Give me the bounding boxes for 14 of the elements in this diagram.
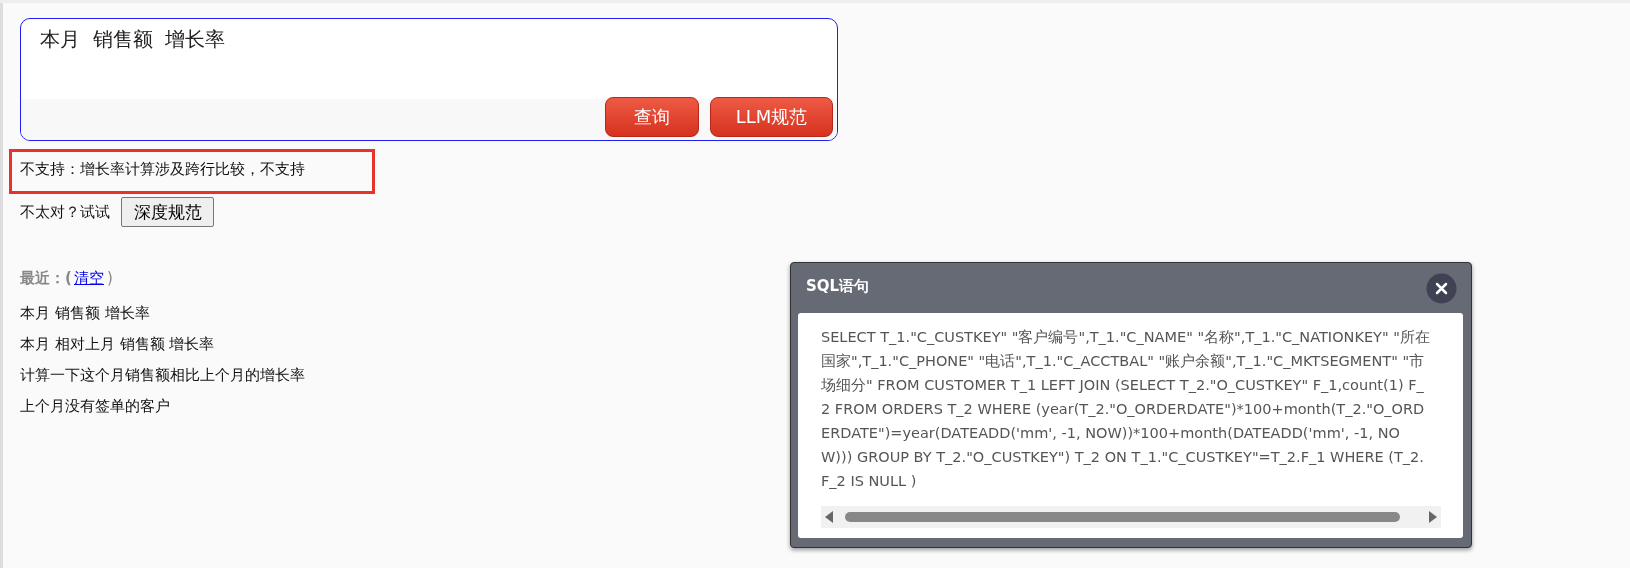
hint-text: 不太对？试试 <box>20 203 110 222</box>
history-item: 计算一下这个月销售额相比上个月的增长率 <box>20 366 305 385</box>
error-message: 不支持：增长率计算涉及跨行比较，不支持 <box>20 160 305 179</box>
deep-normalize-button: 深度规范 <box>121 197 214 227</box>
clear-link: 清空 <box>74 269 104 288</box>
history-item: 本月 销售额 增长率 <box>20 304 150 323</box>
query-button: 查询 <box>605 97 699 137</box>
normalize-button: LLM规范 <box>710 97 833 137</box>
section-heading: 最近：( <box>20 269 72 288</box>
section-heading-end: ) <box>107 269 113 287</box>
dialog-title: SQL语句 <box>806 277 870 296</box>
history-item: 本月 相对上月 销售额 增长率 <box>20 335 215 354</box>
sql-text: SELECT T_1."C_CUSTKEY" "客户编号",T_1."C_NAME" "名称",T_1."C_NATIONKEY" "所在国家",T_1."C_PHONE" "电话",T_1."C_ACCTBAL" "账户余额",T_1."C_MKTSEGMENT" "市场细分" FROM CUSTOMER T_1 LEFT JOIN (SELECT T_2."O_CUSTKEY" F_1,count(1) F_2 FROM ORDERS T_2 WHERE (year(T_2."O_ORDERDATE")*100+month(T_2."O_ORDERDATE")=year(DATEADD('mm', -1, NOW))*100+month(DATEADD('mm', -1, NOW))) GROUP BY T_2."O_CUSTKEY") T_2 ON T_1."C_CUSTKEY"=T_2.F_1 WHERE (T_2.F_2 IS NULL ) <box>821 328 1431 491</box>
history-item: 上个月没有签单的客户 <box>20 397 170 416</box>
